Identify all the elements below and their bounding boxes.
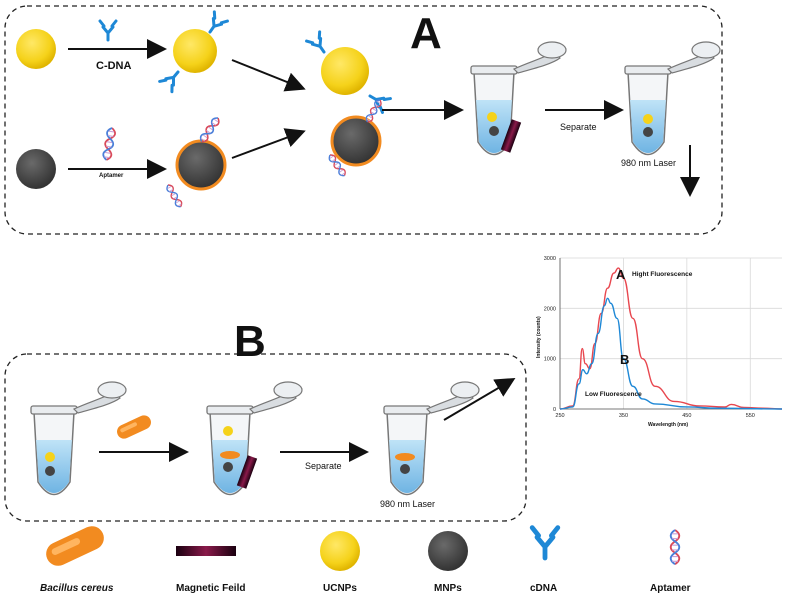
dna-helix-icon [363,97,384,125]
chart-series-line-b [559,297,783,410]
series-b-annotation: Low Fluorescence [585,391,642,398]
chart-ytick-label: 1000 [544,357,556,363]
bacillus-legend-icon [42,522,108,570]
series-b-letter: B [620,352,629,367]
panel-a-border [4,5,723,235]
series-a-letter: A [616,267,626,282]
chart-ylabel: Intensity (counts) [536,316,542,358]
chart-ytick-label: 2000 [544,306,556,312]
legend-magnetic-label: Magnetic Feild [176,583,245,594]
legend-cdna-label: cDNA [530,583,557,594]
cdna-step-label: C-DNA [96,60,131,72]
laser-label-a: 980 nm Laser [621,158,676,168]
legend-mnps-label: MNPs [434,583,462,594]
magnetic-field-bar [500,119,522,153]
mnp-in-tube [400,464,410,474]
magnetic-field-bar [236,455,258,489]
arrow-to-conjugate-2 [231,128,306,159]
series-a-annotation: Hight Fluorescence [632,271,693,278]
chart-xtick-label: 350 [619,413,628,419]
legend-bacillus-label: Bacillus cereus [40,583,114,594]
cdna-legend-icon [532,528,558,558]
mnp-in-tube [643,127,653,137]
laser-label-b: 980 nm Laser [380,499,435,509]
magnetic-legend-icon [176,546,236,556]
cdna-icon [305,30,333,59]
mnp-particle [16,149,56,189]
legend-ucnps-label: UCNPs [323,583,357,594]
tube-a2 [624,41,721,156]
mnp-aptamer-particle [175,139,227,191]
bacillus-icon [114,413,154,441]
chart-ytick-label: 0 [553,407,556,413]
tube-b3 [383,381,480,496]
mnp-conjugate [330,115,382,167]
panel-a-title: A [410,9,442,58]
panel-b-title: B [234,317,266,366]
mnp-in-tube [489,126,499,136]
dna-helix-icon [164,182,185,210]
ucnp-conjugate [321,47,369,95]
ucnp-in-tube [223,426,233,436]
mnp-in-tube [223,462,233,472]
dna-helix-legend-icon [669,529,681,566]
arrow-to-conjugate [231,59,306,92]
tube-b1 [30,381,127,496]
tube-b2 [206,381,303,496]
separate-label-a: Separate [560,122,597,132]
mnp-legend-icon [428,531,468,571]
bacillus-in-tube [395,453,415,461]
chart-series-line-a [559,267,783,410]
tube-a1 [470,41,567,156]
cdna-icon [98,19,118,42]
legend-aptamer-label: Aptamer [650,583,691,594]
ucnp-legend-icon [320,531,360,571]
dna-helix-icon [101,126,117,162]
legend: Bacillus cereus Magnetic Feild UCNPs MNP… [40,522,691,594]
arrow-to-spectrum [443,377,516,421]
chart-xlabel: Wavelength (nm) [648,422,688,428]
fluorescence-chart: 0 1000 2000 3000 250 350 450 550 [544,256,783,419]
panel-b-border [4,353,527,522]
ucnp-in-tube [487,112,497,122]
aptamer-step-label: Aptamer [99,173,124,179]
ucnp-in-tube [643,114,653,124]
separate-label-b: Separate [305,461,342,471]
ucnp-cdna-particle [173,29,217,73]
mnp-in-tube [45,466,55,476]
ucnp-particle [16,29,56,69]
chart-xtick-label: 550 [746,413,755,419]
chart-xtick-label: 450 [682,413,691,419]
bacillus-in-tube [220,451,240,459]
cdna-icon [158,65,186,94]
chart-lines [559,267,783,410]
dna-helix-icon [197,115,222,145]
ucnp-in-tube [45,452,55,462]
chart-ytick-label: 3000 [544,256,556,262]
chart-xtick-label: 250 [555,413,564,419]
